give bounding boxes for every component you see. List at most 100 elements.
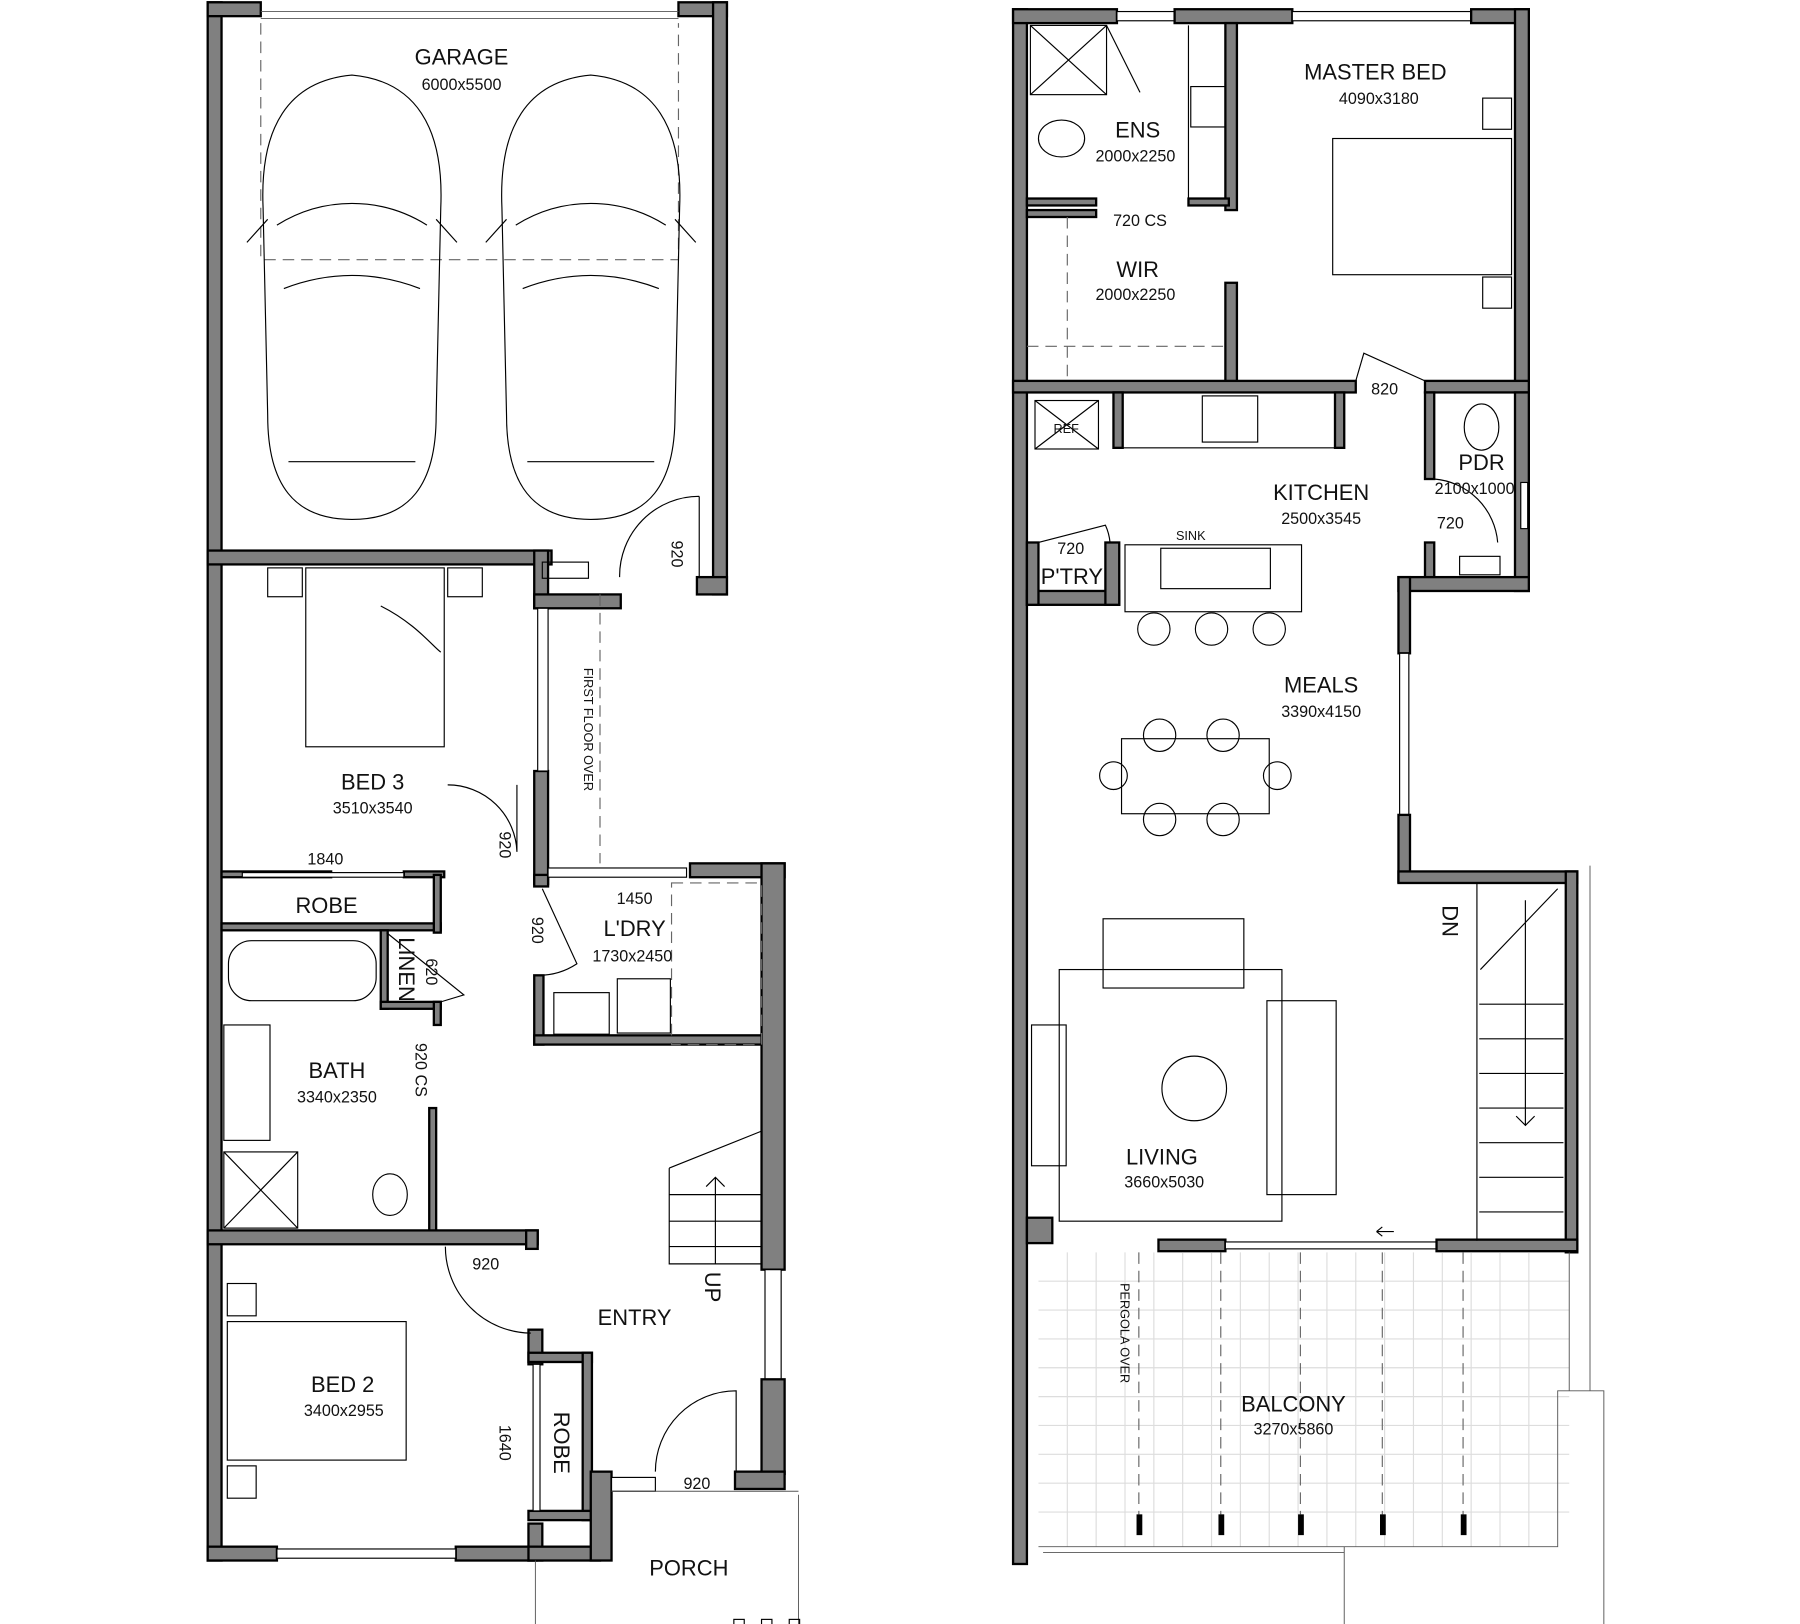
door-dimension: 920	[683, 1475, 710, 1493]
door-dimension: 720 CS	[1113, 212, 1167, 230]
car-icon	[485, 74, 697, 520]
shower-icon	[223, 1151, 299, 1229]
toilet-icon	[1037, 119, 1086, 158]
wall	[1112, 391, 1124, 449]
door-dimension: 820	[1371, 381, 1398, 399]
room-label: KITCHEN	[1273, 480, 1369, 505]
wall	[379, 1000, 442, 1010]
door-dimension: 720	[1437, 515, 1464, 533]
wall	[206, 549, 553, 566]
wall	[1011, 379, 1357, 394]
room-label: LINEN	[394, 937, 419, 1002]
sofa-icon	[1102, 918, 1245, 989]
room-label: BATH	[309, 1058, 366, 1083]
wall	[206, 1, 262, 18]
vanity	[223, 1024, 271, 1141]
door-dimension: 920	[668, 541, 686, 568]
wall	[432, 873, 442, 934]
wall	[1173, 8, 1294, 25]
island-bench	[1124, 544, 1303, 613]
room-size: 3400x2955	[304, 1402, 384, 1420]
wall	[525, 1229, 539, 1251]
door-swing[interactable]	[447, 784, 518, 852]
balcony-outline	[1038, 865, 1605, 1624]
room-size: 3270x5860	[1254, 1421, 1334, 1439]
room-size: 2100x1000	[1435, 480, 1515, 498]
room-label: ENTRY	[598, 1305, 672, 1330]
shower-icon	[1029, 24, 1108, 96]
first-floor: ENS 2000x2250 MASTER BED 4090x3180 720 C…	[1011, 8, 1605, 1624]
wall	[220, 922, 442, 932]
room-label: ENS	[1115, 117, 1160, 142]
toilet-icon	[1463, 403, 1500, 451]
wall	[527, 1509, 594, 1522]
room-size: 6000x5500	[422, 76, 502, 94]
door-swing[interactable]	[537, 888, 578, 976]
door-swing[interactable]	[1355, 352, 1426, 382]
stair-down-label: DN	[1437, 905, 1462, 937]
door-swing[interactable]	[1434, 478, 1499, 543]
sliding-door[interactable]	[532, 1363, 541, 1512]
wall	[454, 1545, 538, 1562]
door-swing[interactable]	[654, 1390, 737, 1472]
room-size: 2500x3545	[1281, 510, 1361, 528]
room-label: L'DRY	[604, 916, 667, 941]
room-label: P'TRY	[1041, 564, 1104, 589]
room-label: ROBE	[549, 1412, 574, 1474]
door-swing[interactable]	[1038, 524, 1111, 544]
bed-icon	[226, 1321, 407, 1461]
stair-up-label: UP	[700, 1272, 725, 1302]
sliding-door[interactable]	[241, 872, 405, 878]
cooktop-icon	[1201, 395, 1259, 443]
window	[1399, 652, 1410, 816]
door-dimension: 620	[422, 958, 440, 985]
bedside-table	[267, 567, 303, 598]
column	[1025, 1216, 1054, 1245]
room-size: 4090x3180	[1339, 90, 1419, 108]
car-icon	[246, 74, 458, 520]
wall	[695, 575, 729, 596]
wall	[1157, 1238, 1227, 1253]
note-first-floor-over: FIRST FLOOR OVER	[581, 668, 595, 791]
pergola-lines	[1138, 1252, 1464, 1515]
dining-table	[1120, 738, 1270, 815]
door-swing[interactable]	[619, 495, 700, 578]
room-label: WIR	[1116, 257, 1159, 282]
hws-unit	[541, 561, 590, 579]
wall	[1224, 21, 1239, 212]
bedside-table	[447, 567, 483, 598]
basin-icon	[1459, 555, 1501, 576]
wall	[1333, 391, 1346, 449]
door-dimension: 1450	[617, 890, 653, 908]
room-size: 1730x2450	[592, 947, 672, 965]
wall	[760, 1378, 786, 1476]
door-dimension: 920	[496, 831, 514, 858]
kitchen-bench	[1122, 391, 1336, 449]
wall	[1397, 575, 1530, 593]
window	[537, 607, 549, 772]
door-dimension: 920 CS	[411, 1043, 429, 1097]
wall	[589, 1470, 613, 1562]
sliding-door[interactable]	[1224, 1241, 1438, 1250]
sink-icon	[1160, 547, 1271, 590]
room-size: 3660x5030	[1124, 1174, 1204, 1192]
basin-icon	[1190, 85, 1226, 128]
room-label: BED 3	[341, 769, 404, 794]
wall	[432, 1000, 442, 1027]
door-swing[interactable]	[386, 932, 466, 1003]
wall	[428, 1106, 438, 1237]
window	[1116, 10, 1176, 22]
wall	[1423, 391, 1436, 481]
door-dimension: 1840	[307, 851, 343, 869]
window	[764, 1269, 782, 1380]
wall	[711, 1, 729, 596]
wall	[1025, 197, 1098, 207]
wall	[1423, 379, 1530, 394]
arrow-icon	[1376, 1226, 1394, 1237]
wall	[527, 1545, 602, 1562]
room-size: 3510x3540	[333, 800, 413, 818]
balcony-tiles	[1038, 1252, 1570, 1547]
washer	[616, 978, 671, 1034]
door-swing[interactable]	[444, 1246, 531, 1334]
window	[276, 1548, 457, 1559]
